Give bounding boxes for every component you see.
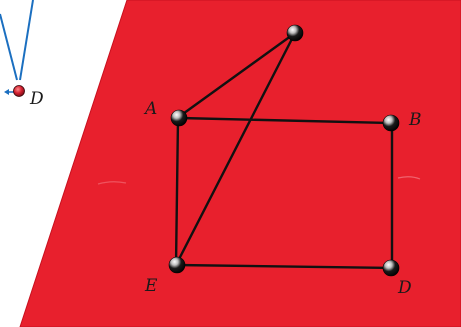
hanging-bead	[14, 86, 25, 97]
label-b: B	[408, 110, 422, 130]
label-e: E	[144, 276, 158, 296]
label-a: A	[143, 99, 157, 119]
vertex-b	[383, 115, 399, 131]
vertex-d	[383, 260, 399, 276]
vertex-e	[169, 257, 185, 273]
label-top-left-d: D	[29, 89, 44, 109]
vertex-a	[171, 110, 187, 126]
vertex-top	[287, 25, 303, 41]
label-d: D	[397, 278, 412, 298]
